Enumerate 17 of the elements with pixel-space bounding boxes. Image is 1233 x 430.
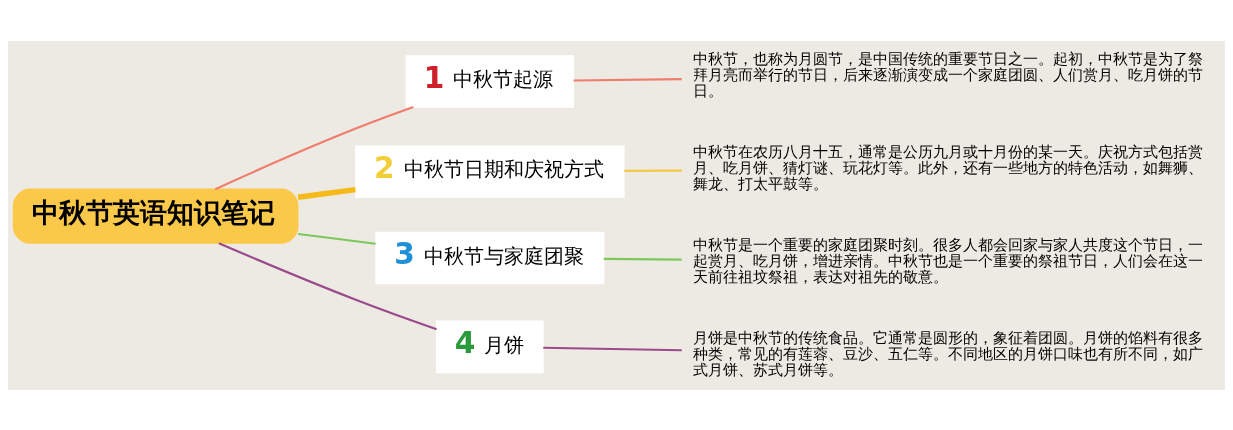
node-text: 月饼是中秋节的传统食品。它通常是圆形的，象征着团圆。月饼的馅料有很多种类，常见的有莲蓉、豆沙、五仁等。不同地区的月饼口味也有所不同，如广式月饼、苏式月饼等。 [692,328,1203,378]
connector [297,232,376,245]
node-text: 中秋节是一个重要的家庭团聚时刻。很多人都会回家与家人共度这个节日，一起赏月、吃月饼，增进亲情。中秋节也是一个重要的祭祖节日，人们会在这一天前往祖坟祭祖，表达对祖先的敬意。 [692,235,1203,285]
node-box: 4 月饼 [435,320,544,373]
connector [297,186,356,200]
node-box: 1 中秋节起源 [405,54,575,108]
connector [214,105,414,190]
connector [218,241,437,330]
connector [543,346,682,351]
connector [573,77,682,82]
connector [603,257,682,261]
node-text: 中秋节在农历八月十五，通常是公历九月或十月份的某一天。庆祝方式包括赏月、吃月饼、猜灯谜、玩花灯等。此外，还有一些地方的特色活动，如舞狮、舞龙、打太平鼓等。 [692,142,1203,192]
node-box: 3 中秋节与家庭团聚 [375,231,605,284]
connector [624,169,682,172]
node-box: 中秋节英语知识笔记 [12,188,299,244]
node-box: 2 中秋节日期和庆祝方式 [355,144,625,198]
node-text: 中秋节，也称为月圆节，是中国传统的重要节日之一。起初，中秋节是为了祭拜月亮而举行的节日，后来逐渐演变成一个家庭团圆、人们赏月、吃月饼的节日。 [692,49,1203,99]
